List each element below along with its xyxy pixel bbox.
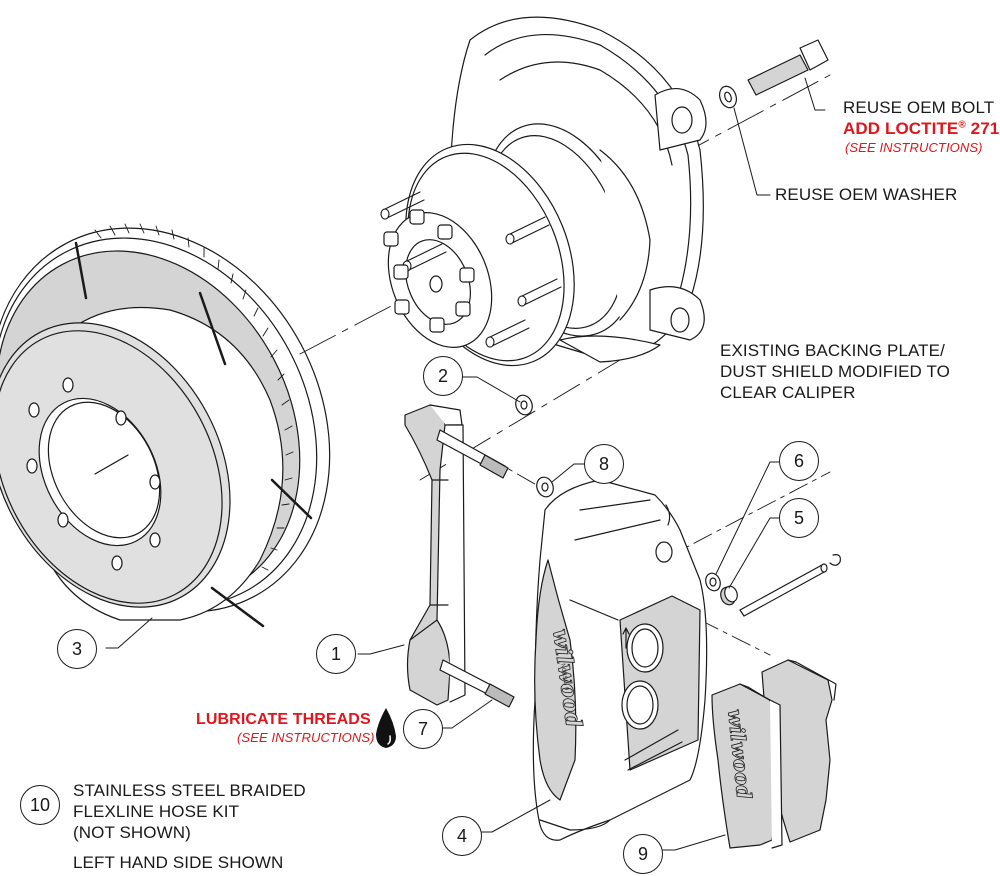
leader-lines xyxy=(105,77,826,851)
washer-6 xyxy=(705,572,721,592)
loctite-number: 271 xyxy=(965,119,1000,138)
note-lubricate-threads: LUBRICATE THREADS xyxy=(196,711,371,728)
note-backing-plate-3: CLEAR CALIPER xyxy=(720,383,856,402)
callout-number: 7 xyxy=(417,718,428,739)
callout-number: 5 xyxy=(793,507,804,528)
loctite-text: ADD LOCTITE xyxy=(843,119,959,138)
note-reuse-oem-washer: REUSE OEM WASHER xyxy=(775,185,958,204)
note-backing-plate-2: DUST SHIELD MODIFIED TO xyxy=(720,362,950,381)
callout-8: 8 xyxy=(584,444,624,484)
callout-number: 8 xyxy=(598,453,609,474)
note-add-loctite: ADD LOCTITE® 271 xyxy=(843,118,999,139)
callout-number: 4 xyxy=(456,825,467,846)
callout-number: 10 xyxy=(29,794,51,815)
callout-2: 2 xyxy=(423,356,463,396)
washer-8 xyxy=(536,476,554,498)
note-hose-kit-1: STAINLESS STEEL BRAIDED xyxy=(73,781,306,800)
note-loctite-instructions: (SEE INSTRUCTIONS) xyxy=(845,140,983,155)
callout-number: 1 xyxy=(330,643,341,664)
callout-6: 6 xyxy=(779,441,819,481)
pin-clip xyxy=(829,554,841,566)
pad-retainer-pin xyxy=(739,563,828,617)
callout-4: 4 xyxy=(442,816,482,856)
note-left-hand-side: LEFT HAND SIDE SHOWN xyxy=(73,853,284,872)
note-backing-plate-1: EXISTING BACKING PLATE/ xyxy=(720,341,945,360)
oil-drop-icon xyxy=(376,708,396,748)
registered-mark: ® xyxy=(958,119,966,131)
callout-number: 9 xyxy=(637,843,648,864)
washer-2 xyxy=(515,394,533,416)
brake-rotor xyxy=(0,223,331,628)
callout-7: 7 xyxy=(403,709,443,749)
callout-3: 3 xyxy=(57,629,97,669)
callout-number: 3 xyxy=(71,638,82,659)
callout-10: 10 xyxy=(20,785,60,825)
caliper-bracket xyxy=(404,404,466,706)
bracket-bolt-upper xyxy=(436,429,509,479)
caliper xyxy=(532,479,708,841)
note-hose-kit-2: FLEXLINE HOSE KIT xyxy=(73,802,240,821)
note-lubricate-instructions: (SEE INSTRUCTIONS) xyxy=(237,730,375,745)
callout-number: 2 xyxy=(437,365,448,386)
caliper-model-text: 6 PISTON xyxy=(561,663,571,691)
callout-9: 9 xyxy=(623,834,663,874)
bracket-bolt-lower xyxy=(439,659,515,708)
hub-and-knuckle xyxy=(380,16,707,367)
oem-washer xyxy=(718,85,738,109)
callout-number: 6 xyxy=(793,450,804,471)
brake-pads xyxy=(711,659,837,849)
note-hose-kit-3: (NOT SHOWN) xyxy=(73,823,191,842)
callout-1: 1 xyxy=(316,634,356,674)
nut-5 xyxy=(720,585,738,606)
oem-bolt xyxy=(747,39,829,96)
note-reuse-oem-bolt: REUSE OEM BOLT xyxy=(843,98,995,117)
callout-5: 5 xyxy=(779,498,819,538)
